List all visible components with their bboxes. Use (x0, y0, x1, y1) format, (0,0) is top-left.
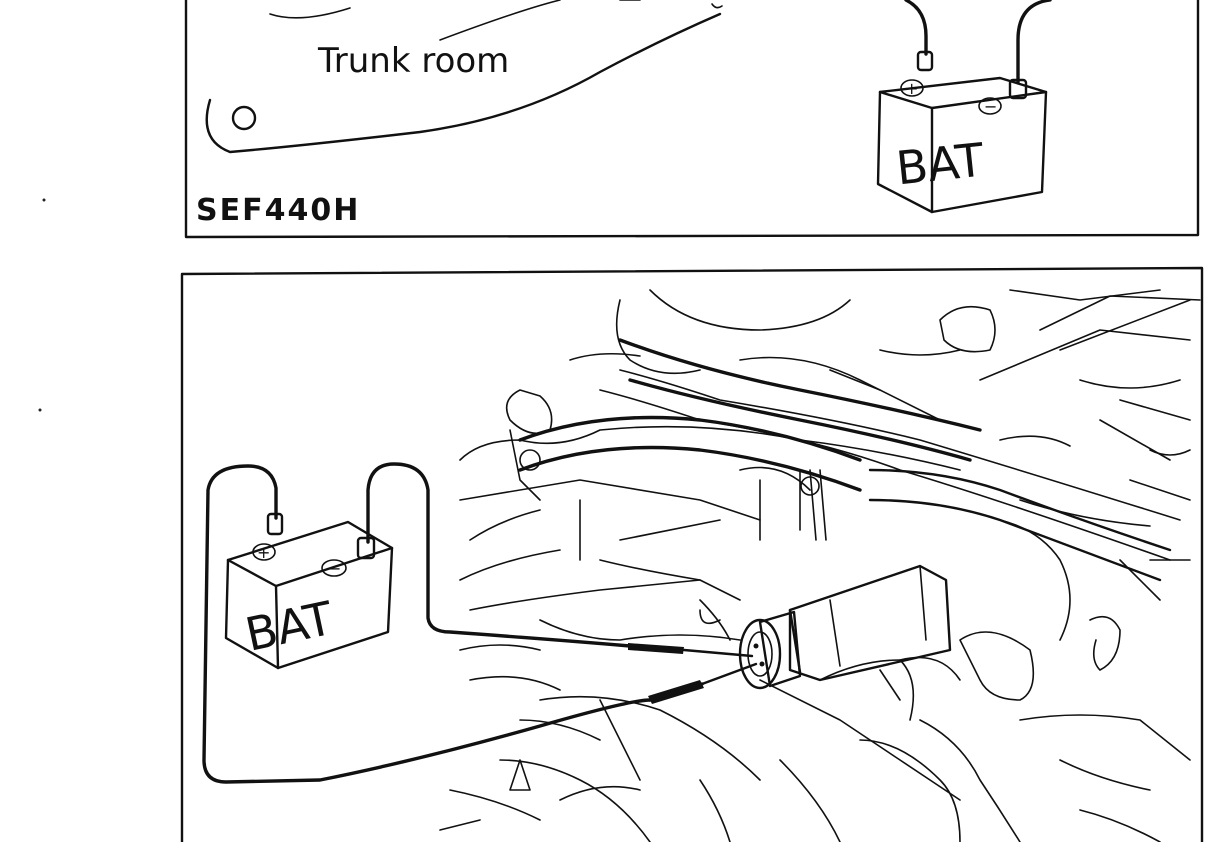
test-circuit-wires (202, 462, 758, 784)
bottom-battery-negative-symbol: − (328, 559, 341, 578)
trunk-room-label: Trunk room (317, 41, 509, 81)
top-battery-negative-symbol: − (984, 97, 997, 116)
speck-1 (42, 198, 46, 202)
hose-pipes (518, 338, 1172, 582)
top-positive-wire (904, 0, 928, 56)
negative-lead-wire (366, 462, 632, 648)
speck-2 (38, 408, 42, 412)
sensor-connector (738, 564, 952, 690)
engine-illustration (439, 289, 1201, 842)
top-battery-label: BAT (894, 132, 988, 195)
top-negative-wire (1016, 0, 1052, 84)
top-panel-frame (184, 0, 1200, 239)
bottom-battery: + − BAT (224, 512, 394, 670)
top-panel: Trunk room SEF440H + − BAT (184, 0, 1200, 239)
figure-code-label: SEF440H (196, 193, 360, 228)
bottom-panel-frame (180, 266, 1204, 842)
trunk-outline (205, 0, 723, 154)
bottom-battery-label: BAT (241, 591, 339, 662)
top-battery: + − BAT (876, 50, 1048, 214)
top-battery-positive-symbol: + (905, 79, 918, 98)
bottom-panel: + − BAT (180, 266, 1204, 842)
bottom-battery-positive-symbol: + (257, 543, 270, 562)
positive-lead-wire (202, 464, 652, 784)
